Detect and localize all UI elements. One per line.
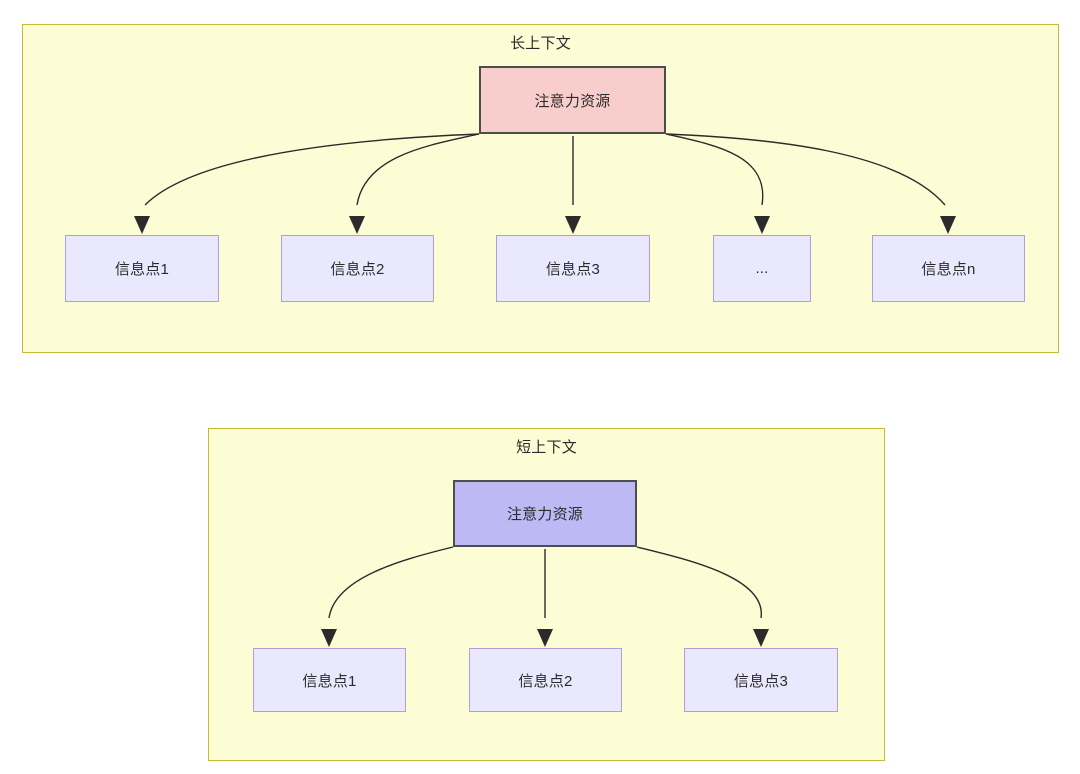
long-context-info-label-2: 信息点2 xyxy=(330,261,385,278)
short-context-attention-label: 注意力资源 xyxy=(506,506,583,523)
short-context-info-node-3[interactable]: 信息点3 xyxy=(684,648,838,712)
short-context-info-label-3: 信息点3 xyxy=(733,672,789,690)
short-context-info-label-2: 信息点2 xyxy=(518,672,573,690)
short-context-attention-node[interactable]: 注意力资源 xyxy=(453,480,637,547)
long-context-title: 长上下文 xyxy=(510,35,571,52)
long-context-info-node-ellipsis[interactable]: ... xyxy=(713,235,811,302)
short-context-title: 短上下文 xyxy=(516,439,577,456)
short-context-info-label-1: 信息点1 xyxy=(302,672,357,690)
long-context-info-node-n[interactable]: 信息点n xyxy=(872,235,1025,302)
long-context-info-node-2[interactable]: 信息点2 xyxy=(281,235,434,302)
long-context-info-node-3[interactable]: 信息点3 xyxy=(496,235,650,302)
long-context-info-label-3: 信息点3 xyxy=(545,261,601,278)
short-context-info-node-1[interactable]: 信息点1 xyxy=(253,648,406,712)
long-context-info-node-1[interactable]: 信息点1 xyxy=(65,235,219,302)
short-context-info-node-2[interactable]: 信息点2 xyxy=(469,648,622,712)
long-context-info-label-1: 信息点1 xyxy=(114,261,170,278)
long-context-info-label-n: 信息点n xyxy=(921,261,976,278)
long-context-attention-node[interactable]: 注意力资源 xyxy=(479,66,666,134)
long-context-attention-label: 注意力资源 xyxy=(534,92,611,110)
long-context-info-label-ellipsis: ... xyxy=(755,260,769,277)
